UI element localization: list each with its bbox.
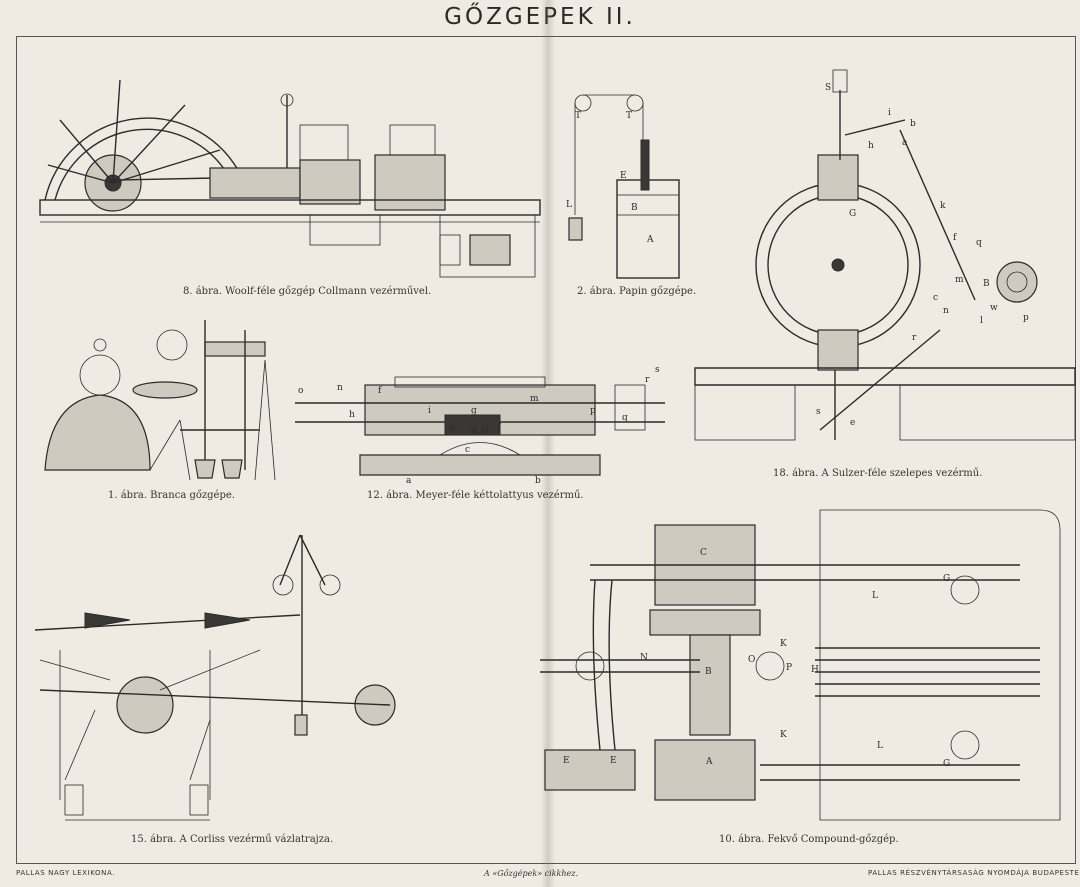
meyer-label-4: h — [349, 410, 355, 420]
figure-12-caption: 12. ábra. Meyer-féle kéttolattyus vezérm… — [367, 490, 584, 501]
sulzer-label-2: i — [888, 108, 891, 118]
compound-label-12: E — [563, 756, 570, 766]
sulzer-label-14: w — [990, 303, 998, 313]
meyer-label-18: q — [622, 413, 628, 423]
compound-label-4: H — [811, 665, 819, 675]
plate-title: GŐZGEPEK II. — [444, 4, 636, 30]
sulzer-label-16: n — [943, 306, 949, 316]
papin-label-5: B — [631, 203, 638, 213]
sulzer-label-11: B — [983, 279, 990, 289]
meyer-label-8: e — [449, 423, 454, 433]
footer-right: PALLAS RÉSZVÉNYTÁRSASÁG NYOMDÁJA BUDAPES… — [868, 869, 1080, 877]
figure-18-sulzer-drawing: S i b h a G k f q m B c l w p n r s e — [694, 69, 1076, 441]
meyer-label-5: i — [428, 406, 431, 416]
sulzer-label-6: G — [849, 209, 856, 219]
compound-label-13: E — [610, 756, 617, 766]
meyer-label-2: n — [337, 383, 343, 393]
papin-label-2: T — [626, 111, 632, 121]
compound-label-5: N — [640, 653, 648, 663]
page-fold — [541, 0, 555, 887]
meyer-label-9: d — [471, 426, 477, 436]
sulzer-label-1: S — [825, 83, 831, 93]
meyer-label-7: m — [530, 394, 539, 404]
compound-label-2: G — [943, 574, 950, 584]
sulzer-label-9: q — [976, 238, 982, 248]
footer-center: A «Gőzgépek» cikkhez. — [484, 869, 579, 878]
figure-10-compound-drawing: C G L H N B O K P K A E E L G — [540, 509, 1061, 821]
meyer-label-14: b — [535, 476, 541, 486]
sulzer-label-18: s — [816, 407, 821, 417]
meyer-label-17: p — [590, 406, 596, 416]
meyer-label-11: f — [497, 423, 501, 433]
compound-label-8: K — [780, 639, 787, 649]
compound-label-15: G — [943, 759, 950, 769]
figure-10-caption: 10. ábra. Fekvő Compound-gőzgép. — [719, 834, 899, 845]
figure-8-woolf-engine-drawing — [39, 79, 541, 278]
figure-8-caption: 8. ábra. Woolf-féle gőzgép Collmann vezé… — [183, 286, 432, 297]
sulzer-label-8: f — [953, 233, 957, 243]
sulzer-label-13: l — [980, 316, 983, 326]
sulzer-label-5: a — [902, 138, 908, 148]
meyer-label-13: a — [406, 476, 412, 486]
figure-15-caption: 15. ábra. A Corliss vezérmű vázlatrajza. — [131, 834, 334, 845]
compound-label-10: K — [780, 730, 787, 740]
meyer-label-10: G — [481, 426, 488, 436]
papin-label-3: L — [566, 200, 572, 210]
sulzer-label-10: m — [955, 275, 964, 285]
papin-label-4: E — [620, 171, 627, 181]
figure-12-meyer-drawing: o n f h i g m e d G f c a b r s p q — [295, 365, 665, 486]
sulzer-label-17: r — [912, 333, 917, 343]
meyer-label-1: o — [298, 386, 303, 396]
plate-frame — [16, 36, 1076, 864]
compound-label-14: L — [877, 741, 883, 751]
meyer-label-16: s — [655, 365, 660, 375]
sulzer-label-7: k — [940, 201, 946, 211]
figure-2-caption: 2. ábra. Papin gőzgépe. — [577, 286, 697, 297]
meyer-label-3: f — [378, 386, 382, 396]
sulzer-label-12: c — [933, 293, 938, 303]
footer-left: PALLAS NAGY LEXIKONA. — [16, 869, 116, 877]
sulzer-label-4: h — [868, 141, 874, 151]
compound-label-9: P — [786, 663, 792, 673]
figure-15-corliss-drawing — [34, 534, 396, 821]
figure-1-caption: 1. ábra. Branca gőzgépe. — [108, 490, 235, 501]
figure-1-branca-drawing — [44, 320, 276, 481]
compound-label-7: O — [748, 655, 755, 665]
meyer-label-15: r — [645, 375, 650, 385]
papin-label-1: T — [575, 111, 581, 121]
compound-label-11: A — [705, 757, 713, 767]
figure-18-caption: 18. ábra. A Sulzer-féle szelepes vezérmű… — [773, 468, 983, 479]
meyer-label-12: c — [465, 445, 470, 455]
figure-2-papin-drawing: T T L E B A — [566, 94, 680, 279]
papin-label-6: A — [646, 235, 654, 245]
compound-label-3: L — [872, 591, 878, 601]
compound-label-6: B — [705, 667, 712, 677]
compound-label-1: C — [700, 548, 707, 558]
sulzer-label-3: b — [910, 119, 916, 129]
sulzer-label-15: p — [1023, 313, 1029, 323]
meyer-label-6: g — [471, 406, 477, 416]
sulzer-label-19: e — [850, 418, 855, 428]
